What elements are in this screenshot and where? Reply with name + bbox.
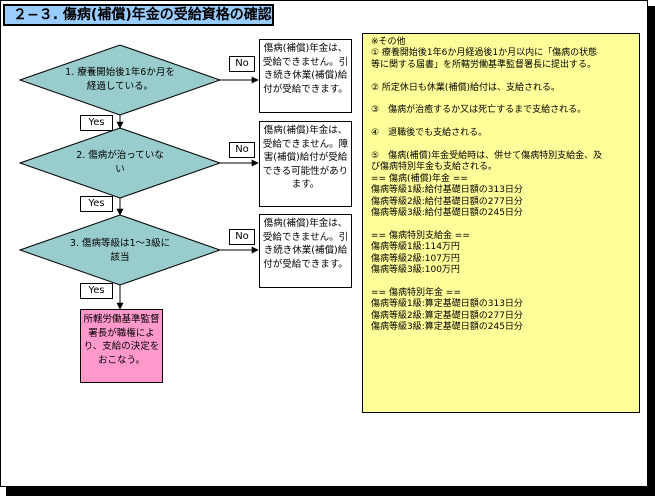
notes-line: 傷病等級3級:100万円 — [371, 265, 460, 276]
notes-header: ※その他 — [371, 37, 406, 47]
yes-label-3: Yes — [80, 283, 113, 299]
frame-shadow-bottom — [6, 487, 655, 496]
no-label-2: No — [229, 142, 255, 158]
notes-line: 傷病等級1級:給付基礎日額の313日分 — [371, 185, 523, 196]
notes-panel: ※その他 ① 療養開始後1年6か月経過後1か月以内に「傷病の状態 等に関する届書… — [362, 33, 640, 413]
result-box-3: 傷病(補償)年金は、受給できません。引き続き休業(補償)給付が受給できます。 — [259, 214, 352, 288]
notes-line: ② 所定休日も休業(補償)給付は、支給される。 — [371, 82, 560, 93]
notes-line: 傷病等級2級:給付基礎日額の277日分 — [371, 196, 523, 207]
notes-line: 傷病等級3級:算定基礎日額の245日分 — [371, 322, 523, 333]
notes-line — [371, 220, 635, 231]
frame-shadow-right — [648, 6, 655, 496]
notes-line: 傷病等級1級:算定基礎日額の313日分 — [371, 299, 523, 310]
result-box-1: 傷病(補償)年金は、受給できません。引き続き休業(補償)給付が受給できます。 — [259, 39, 352, 113]
no-label-3: No — [229, 229, 255, 245]
notes-line: ④ 退職後でも支給される。 — [371, 128, 488, 139]
notes-line — [371, 71, 635, 82]
notes-line: ⑤ 傷病(補償)年金受給時は、併せて傷病特別支給金、及 — [371, 151, 603, 162]
notes-line: び傷病特別年金も支給される。 — [371, 162, 498, 173]
notes-line: == 傷病(補償)年金 == — [371, 173, 468, 184]
decision-text-3: 3. 傷病等級は1〜3級に該当 — [69, 238, 171, 263]
decision-text-1: 1. 療養開始後1年6か月を経過している。 — [65, 67, 175, 92]
result-box-2: 傷病(補償)年金は、受給できません。障害(補償)給付が受給できる可能性があります… — [259, 121, 352, 207]
final-decision-box: 所轄労働基準監督署長が職権により、支給の決定をおこなう。 — [80, 309, 163, 383]
notes-line: ① 療養開始後1年6か月経過後1か月以内に「傷病の状態 — [371, 48, 598, 59]
notes-line: 傷病等級1級:114万円 — [371, 242, 460, 253]
page-title: ２−３. 傷病(補償)年金の受給資格の確認 — [3, 4, 274, 26]
notes-line: == 傷病特別支給金 == — [371, 230, 470, 241]
notes-line: 等に関する届書」を所轄労働基準監督署長に提出する。 — [371, 59, 597, 70]
decision-text-2: 2. 傷病が治っていない — [76, 150, 164, 175]
no-label-1: No — [229, 56, 255, 72]
notes-line — [371, 117, 635, 128]
notes-line — [371, 277, 635, 288]
notes-line — [371, 140, 635, 151]
notes-line: == 傷病特別年金 == — [371, 287, 461, 298]
yes-label-2: Yes — [80, 196, 113, 212]
notes-line: 傷病等級2級:107万円 — [371, 253, 460, 264]
notes-line: ③ 傷病が治癒するか又は死亡するまで支給される。 — [371, 105, 587, 116]
notes-line — [371, 94, 635, 105]
yes-label-1: Yes — [80, 115, 113, 131]
notes-line: 傷病等級3級:給付基礎日額の245日分 — [371, 208, 523, 219]
notes-line: 傷病等級2級:算定基礎日額の277日分 — [371, 310, 523, 321]
